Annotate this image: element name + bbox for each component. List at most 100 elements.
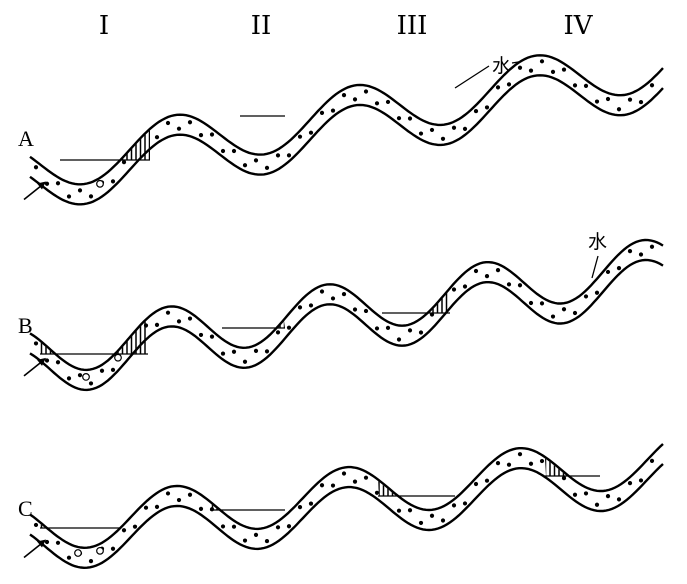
sand-dot: [627, 481, 633, 486]
sand-dot: [517, 452, 523, 457]
gas-bubble: [96, 546, 104, 555]
sand-dot: [352, 479, 358, 484]
sand-dot: [352, 307, 358, 312]
sand-dot: [198, 332, 204, 338]
sand-dot: [242, 538, 248, 543]
sand-dot: [121, 160, 127, 165]
sand-dot: [209, 334, 215, 339]
sand-dot: [341, 471, 347, 476]
sand-dot: [396, 508, 402, 513]
sand-dot: [352, 97, 358, 102]
sand-dot: [429, 127, 435, 133]
aquifer-row-c: [23, 443, 664, 570]
sand-dot: [187, 492, 193, 497]
sand-dot: [517, 283, 523, 288]
sand-dot: [583, 83, 589, 88]
sand-dot: [649, 458, 655, 463]
sand-dot: [176, 497, 182, 503]
sand-dot: [528, 68, 534, 73]
layer-body: [30, 240, 663, 390]
sand-dot: [110, 546, 116, 551]
column-label-3: III: [397, 11, 428, 41]
sand-dot: [385, 99, 391, 105]
sand-dot: [330, 296, 336, 301]
sand-dot: [154, 322, 160, 327]
sand-dot: [77, 373, 83, 378]
sand-dot: [121, 528, 127, 533]
sand-dot: [44, 539, 50, 545]
sand-dot: [561, 307, 567, 312]
sand-dot: [418, 131, 424, 136]
sand-dot: [407, 508, 413, 513]
sand-dot: [605, 96, 611, 102]
sand-dot: [220, 524, 226, 529]
sand-dot: [33, 341, 39, 346]
sand-dot: [363, 308, 369, 314]
sand-dot: [44, 358, 50, 363]
sand-dot: [253, 532, 259, 537]
sand-dot: [231, 349, 237, 354]
sand-dot: [242, 359, 248, 364]
sand-dot: [583, 294, 589, 299]
sand-dot: [594, 99, 600, 104]
row-c-water-4: [545, 458, 600, 476]
water-leader-b: [591, 255, 599, 279]
sand-dot: [418, 520, 424, 526]
row-a-bottom-boundary: [29, 74, 664, 206]
sand-dot: [506, 282, 512, 287]
sand-dot: [275, 330, 281, 335]
sand-dot: [539, 59, 545, 64]
sand-dot: [561, 67, 567, 72]
sand-dot: [506, 462, 512, 467]
sand-dot: [231, 524, 237, 529]
sand-dot: [110, 367, 116, 372]
water-leader-a1: [454, 65, 490, 89]
sand-dot: [638, 252, 644, 257]
gas-bubble: [74, 549, 82, 557]
row-c-water-3: [378, 481, 455, 496]
sand-dot: [451, 503, 457, 508]
sand-dot: [297, 134, 303, 139]
sand-dot: [253, 158, 259, 163]
row-label-a: A: [18, 126, 34, 151]
water-label-b: 水: [588, 231, 607, 253]
sand-dot: [33, 522, 39, 528]
sand-dot: [143, 323, 149, 328]
sand-dot: [385, 325, 391, 330]
sand-dot: [506, 82, 512, 87]
sand-dot: [132, 524, 138, 529]
sand-dot: [473, 108, 479, 114]
sand-dot: [176, 126, 182, 131]
sand-dot: [616, 265, 622, 271]
sand-dot: [220, 148, 226, 154]
sand-dot: [605, 269, 611, 275]
sand-dot: [495, 85, 501, 90]
sand-dot: [407, 328, 413, 333]
aquifer-row-b: [23, 238, 664, 392]
sand-dot: [88, 559, 94, 564]
sand-dot: [572, 83, 578, 88]
column-label-4: IV: [563, 11, 593, 41]
sand-dot: [484, 478, 490, 483]
sand-dot: [209, 132, 215, 137]
sand-dot: [407, 116, 413, 121]
sand-dot: [319, 483, 325, 488]
sand-dot: [99, 368, 105, 373]
sand-dot: [253, 348, 259, 353]
sand-dot: [495, 461, 501, 466]
sand-dot: [528, 461, 534, 466]
sand-dot: [231, 148, 237, 154]
row-b-water-2: [222, 321, 285, 328]
sand-dot: [396, 337, 402, 342]
column-label-2: II: [251, 11, 272, 41]
sand-dot: [33, 165, 39, 170]
sand-dot: [165, 120, 171, 126]
sand-dot: [143, 505, 149, 510]
sand-dot: [176, 319, 182, 324]
row-label-c: C: [18, 496, 33, 521]
sand-dot: [264, 538, 270, 544]
row-a-water-1: [60, 130, 150, 160]
layer-body: [30, 55, 663, 205]
sand-dot: [649, 244, 655, 249]
sand-dot: [440, 136, 446, 141]
